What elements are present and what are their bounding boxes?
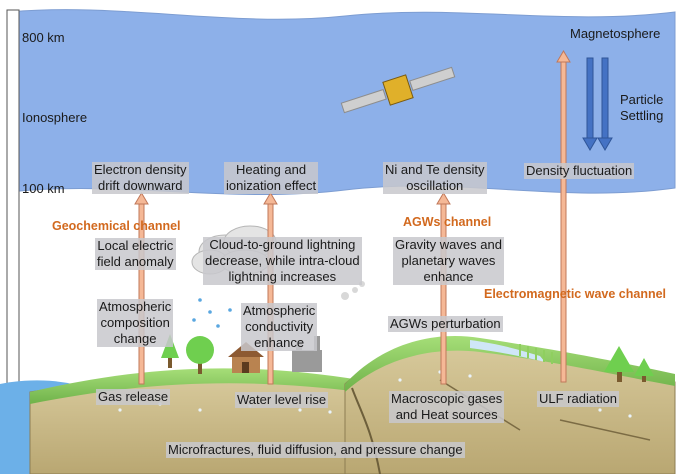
tree-icon — [161, 334, 654, 382]
electric-field-anomaly: Local electric field anomaly — [95, 238, 176, 270]
ulf-radiation: ULF radiation — [537, 391, 620, 407]
fault-line — [351, 387, 381, 474]
agws-channel-label: AGWs channel — [403, 215, 492, 229]
effect-ni-te-oscillation: Ni and Te density oscillation — [383, 162, 487, 194]
conductivity-enhance: Atmospheric conductivity enhance — [241, 303, 318, 351]
effect-electron-density: Electron density drift downward — [92, 162, 189, 194]
smoke-icon — [341, 281, 365, 300]
arrow-agws — [436, 192, 451, 385]
ground-left-grass — [30, 368, 360, 404]
gas-release: Gas release — [96, 389, 171, 405]
altitude-bottom-label: 100 km — [22, 181, 65, 196]
effect-density-fluctuation: Density fluctuation — [524, 163, 635, 179]
river — [470, 340, 545, 362]
arrow-thermal — [263, 192, 278, 385]
macroscopic-gases-heat: Macroscopic gases and Heat sources — [389, 391, 505, 423]
magnetosphere-label: Magnetosphere — [570, 26, 661, 41]
altitude-top-label: 800 km — [22, 30, 65, 45]
rain-drops — [192, 298, 232, 328]
grass-icon — [519, 344, 553, 364]
water-level-rise: Water level rise — [235, 392, 329, 408]
arrow-electromagnetic — [556, 50, 571, 383]
ground-right-grass — [345, 335, 675, 392]
effect-heating-ionization: Heating and ionization effect — [224, 162, 319, 194]
agws-perturbation: AGWs perturbation — [388, 316, 503, 332]
composition-change: Atmospheric composition change — [97, 299, 174, 347]
altitude-bar — [6, 9, 20, 389]
particle-settling-label: Particle Settling — [620, 92, 664, 123]
satellite-icon — [340, 66, 456, 114]
electromagnetic-channel-label: Electromagnetic wave channel — [484, 287, 667, 301]
base-process-label: Microfractures, fluid diffusion, and pre… — [166, 442, 465, 458]
arrow-geochemical — [134, 192, 149, 385]
gravity-waves-enhance: Gravity waves and planetary waves enhanc… — [393, 237, 504, 285]
lightning-change: Cloud-to-ground lightning decrease, whil… — [203, 237, 362, 285]
fracture-line — [559, 419, 651, 441]
upward-arrows — [134, 50, 571, 385]
particle-settling-arrows — [582, 57, 613, 151]
ionosphere-label: Ionosphere — [22, 110, 88, 125]
geochemical-channel-label: Geochemical channel — [52, 219, 181, 233]
